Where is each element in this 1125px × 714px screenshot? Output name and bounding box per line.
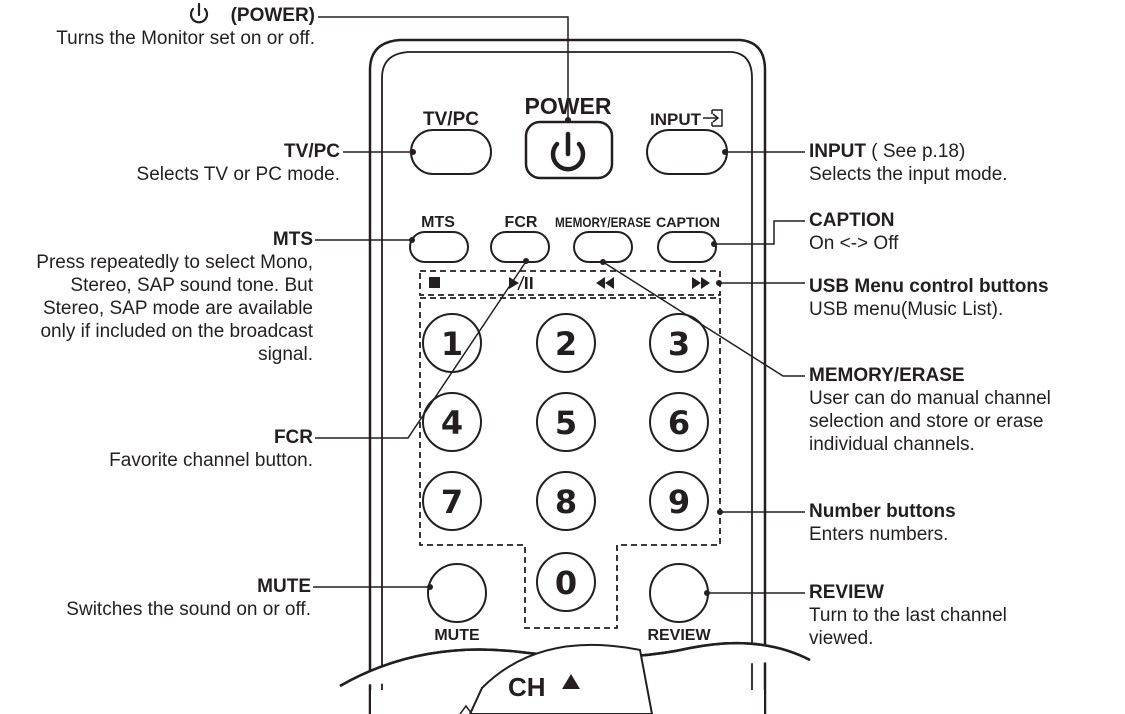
number-button-5[interactable] — [536, 392, 596, 452]
number-button-3[interactable] — [649, 313, 709, 373]
number-callout-desc: Enters numbers. — [809, 524, 949, 545]
fcr-leader — [315, 259, 528, 439]
number-buttons: 1 2 3 4 5 6 7 8 9 0 — [422, 313, 709, 612]
input-callout: INPUT ( See p.18) Selects the input mode… — [809, 140, 1119, 186]
number-button-7[interactable] — [422, 471, 482, 531]
number-label-9: 9 — [668, 483, 690, 521]
review-label: REVIEW — [647, 627, 711, 644]
mute-button[interactable] — [427, 563, 487, 623]
number-label-3: 3 — [668, 325, 690, 363]
stop-icon[interactable] — [429, 277, 440, 288]
number-label-5: 5 — [555, 404, 577, 442]
number-label-1: 1 — [441, 325, 463, 363]
number-label-7: 7 — [441, 483, 463, 521]
number-button-6[interactable] — [649, 392, 709, 452]
mts-callout-desc: Press repeatedly to select Mono, Stereo,… — [36, 252, 313, 365]
ch-up-arrow — [562, 674, 580, 689]
mts-label: MTS — [421, 214, 455, 231]
tvpc-callout: TV/PC Selects TV or PC mode. — [80, 140, 340, 186]
power-callout: (POWER) Turns the Monitor set on or off. — [55, 4, 315, 50]
mute-callout-desc: Switches the sound on or off. — [66, 599, 311, 620]
power-leader — [318, 16, 569, 122]
number-button-4[interactable] — [422, 392, 482, 452]
input-label: INPUT — [650, 110, 702, 129]
ch-button[interactable] — [468, 643, 654, 714]
input-callout-note: ( See p.18) — [866, 141, 966, 162]
power-icon — [550, 131, 586, 172]
caption-leader — [716, 220, 805, 245]
number-label-6: 6 — [668, 404, 690, 442]
usb-callout-title: USB Menu control buttons — [809, 276, 1049, 297]
input-callout-title: INPUT — [809, 141, 866, 162]
power-callout-title: (POWER) — [230, 5, 315, 26]
caption-callout: CAPTION On <-> Off — [809, 209, 1119, 255]
fcr-label: FCR — [505, 214, 538, 231]
review-callout-title: REVIEW — [809, 582, 884, 603]
memory-callout-title: MEMORY/ERASE — [809, 365, 965, 386]
number-label-0: 0 — [555, 564, 577, 602]
caption-button[interactable] — [657, 231, 717, 263]
number-buttons-group — [419, 297, 721, 629]
caption-label: CAPTION — [656, 214, 720, 230]
input-callout-desc: Selects the input mode. — [809, 164, 1008, 185]
tvpc-label: TV/PC — [423, 109, 479, 130]
leader-lines — [313, 16, 805, 594]
number-button-8[interactable] — [536, 471, 596, 531]
memory-callout-desc: User can do manual channel selection and… — [809, 388, 1051, 455]
mute-callout-title: MUTE — [257, 576, 311, 597]
tvpc-callout-desc: Selects TV or PC mode. — [136, 164, 340, 185]
review-callout: REVIEW Turn to the last channel viewed. — [809, 581, 1049, 650]
number-label-4: 4 — [441, 404, 463, 442]
leader-dots — [409, 117, 728, 596]
play-pause-icon[interactable] — [509, 275, 533, 291]
usb-controls-group — [419, 270, 721, 296]
review-button[interactable] — [649, 563, 709, 623]
memory-erase-label: MEMORY/ERASE — [555, 214, 651, 230]
mts-button[interactable] — [409, 231, 469, 263]
fcr-callout-desc: Favorite channel button. — [109, 450, 313, 471]
memory-leader — [602, 261, 805, 377]
fast-forward-icon[interactable] — [692, 277, 710, 289]
tvpc-button[interactable] — [410, 129, 492, 175]
tvpc-callout-title: TV/PC — [284, 141, 340, 162]
fcr-button[interactable] — [490, 231, 550, 263]
input-button[interactable] — [646, 129, 728, 175]
review-callout-desc: Turn to the last channel viewed. — [809, 605, 1007, 649]
mute-label: MUTE — [434, 627, 480, 644]
number-label-8: 8 — [555, 483, 577, 521]
fcr-callout: FCR Favorite channel button. — [33, 426, 313, 472]
number-label-2: 2 — [555, 325, 577, 363]
memory-erase-button[interactable] — [573, 231, 633, 263]
remote-body — [368, 38, 767, 714]
mute-callout: MUTE Switches the sound on or off. — [51, 575, 311, 621]
caption-callout-desc: On <-> Off — [809, 233, 899, 254]
input-icon — [703, 109, 723, 127]
number-callout: Number buttons Enters numbers. — [809, 500, 1109, 546]
mts-callout-title: MTS — [272, 229, 313, 250]
number-button-0[interactable] — [536, 552, 596, 612]
memory-callout: MEMORY/ERASE User can do manual channel … — [809, 364, 1109, 456]
power-title-icon — [189, 2, 209, 24]
usb-callout: USB Menu control buttons USB menu(Music … — [809, 275, 1119, 321]
power-callout-desc: Turns the Monitor set on or off. — [56, 28, 315, 49]
remote-inner-edge — [381, 51, 753, 714]
ch-label: CH — [508, 672, 546, 702]
rewind-icon[interactable] — [596, 277, 614, 289]
number-callout-title: Number buttons — [809, 501, 956, 522]
number-button-9[interactable] — [649, 471, 709, 531]
usb-callout-desc: USB menu(Music List). — [809, 299, 1004, 320]
number-button-2[interactable] — [536, 313, 596, 373]
mts-callout: MTS Press repeatedly to select Mono, Ste… — [33, 228, 313, 366]
fcr-callout-title: FCR — [273, 427, 313, 448]
caption-callout-title: CAPTION — [809, 210, 895, 231]
